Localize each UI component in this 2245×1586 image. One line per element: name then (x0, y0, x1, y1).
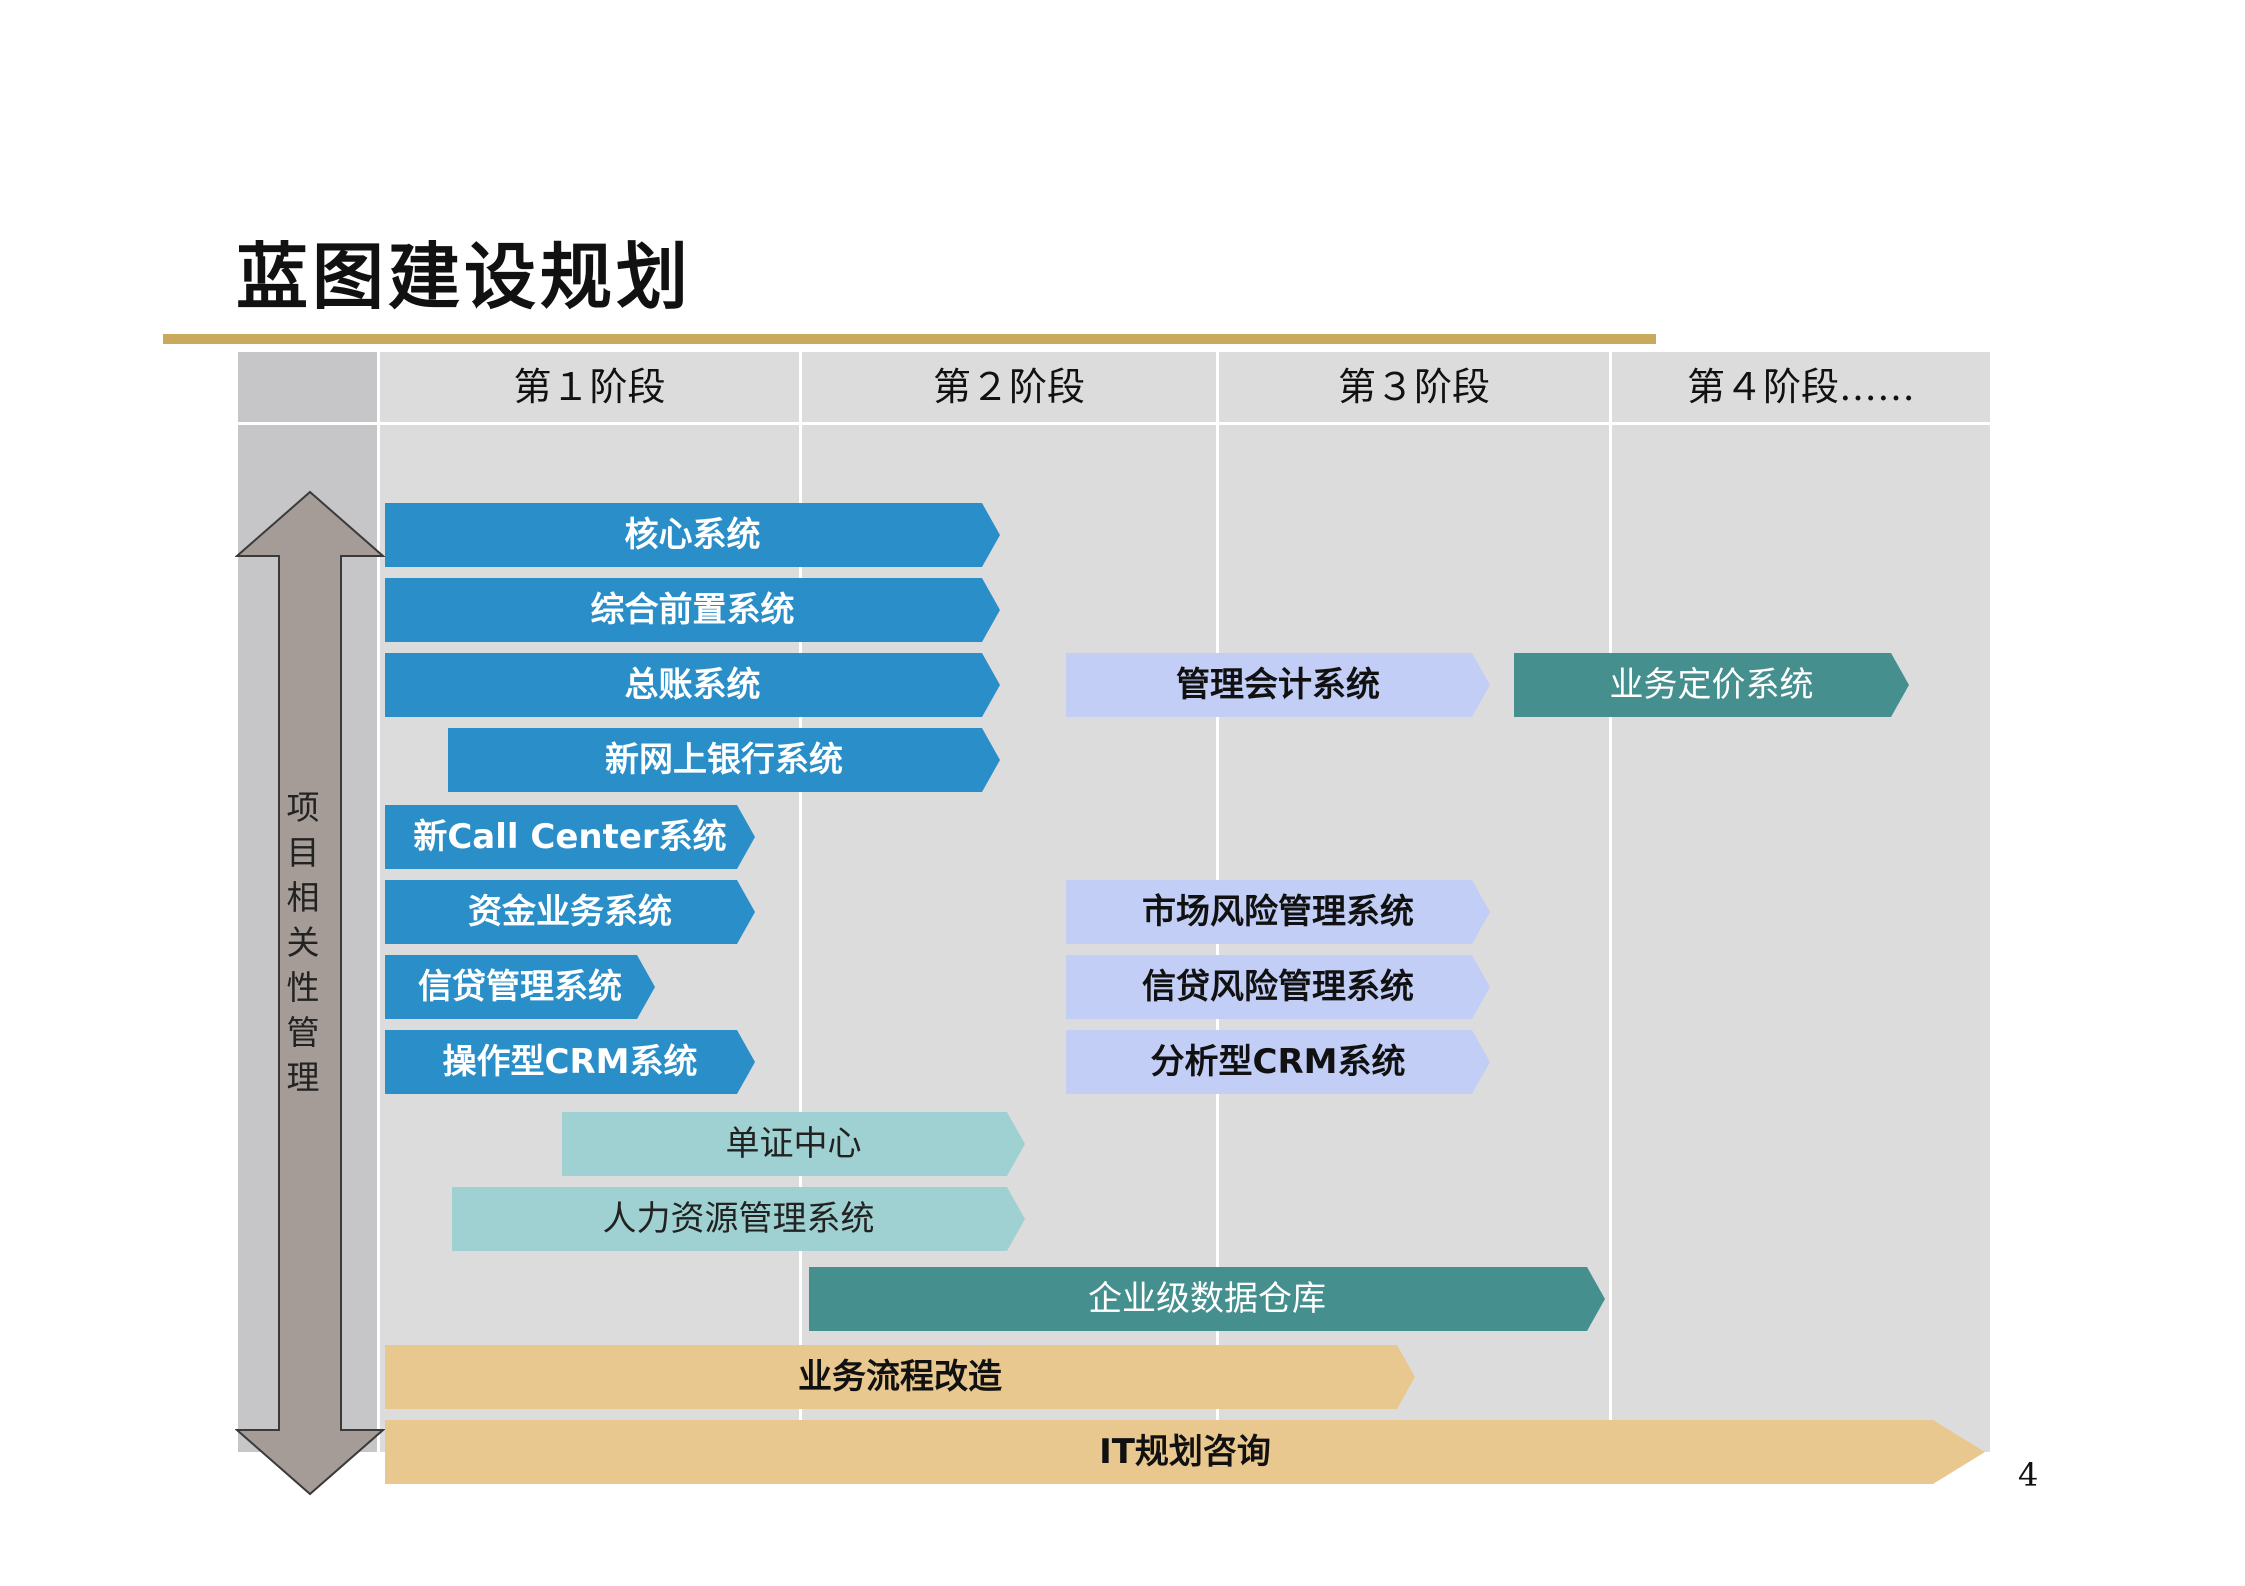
project-dependency-label: 项目相关性管理 (286, 788, 320, 1097)
online-banking-bar: 新网上银行系统 (448, 728, 1000, 792)
management-accounting-bar: 管理会计系统 (1066, 653, 1490, 717)
phase-divider (377, 352, 380, 1452)
page-title: 蓝图建设规划 (236, 234, 693, 319)
data-warehouse-bar: 企业级数据仓库 (809, 1267, 1605, 1331)
phase-divider (799, 352, 802, 1452)
call-center-bar: 新Call Center系统 (385, 805, 755, 869)
page-number: 4 (2018, 1456, 2039, 1494)
phase-divider (1609, 352, 1612, 1452)
voucher-center-bar: 单证中心 (562, 1112, 1025, 1176)
header-divider (238, 422, 1990, 425)
operational-crm-bar: 操作型CRM系统 (385, 1030, 755, 1094)
hr-system-bar: 人力资源管理系统 (452, 1187, 1025, 1251)
core-system-bar: 核心系统 (385, 503, 1000, 567)
general-ledger-bar: 总账系统 (385, 653, 1000, 717)
analytical-crm-bar: 分析型CRM系统 (1066, 1030, 1490, 1094)
phase-4-label: 第４阶段…… (1686, 365, 1915, 409)
treasury-system-bar: 资金业务系统 (385, 880, 755, 944)
credit-management-bar: 信贷管理系统 (385, 955, 655, 1019)
phase-1-label: 第１阶段 (513, 365, 666, 409)
double-arrow-icon (235, 490, 385, 1496)
business-pricing-bar: 业务定价系统 (1514, 653, 1909, 717)
it-planning-bar: IT规划咨询 (385, 1420, 1985, 1484)
phase-2-label: 第２阶段 (932, 365, 1085, 409)
credit-risk-bar: 信贷风险管理系统 (1066, 955, 1490, 1019)
market-risk-bar: 市场风险管理系统 (1066, 880, 1490, 944)
phase-3-label: 第３阶段 (1337, 365, 1490, 409)
process-reengineering-bar: 业务流程改造 (385, 1345, 1415, 1409)
frontend-system-bar: 综合前置系统 (385, 578, 1000, 642)
phase-header (377, 352, 1990, 422)
title-underline (163, 334, 1656, 344)
